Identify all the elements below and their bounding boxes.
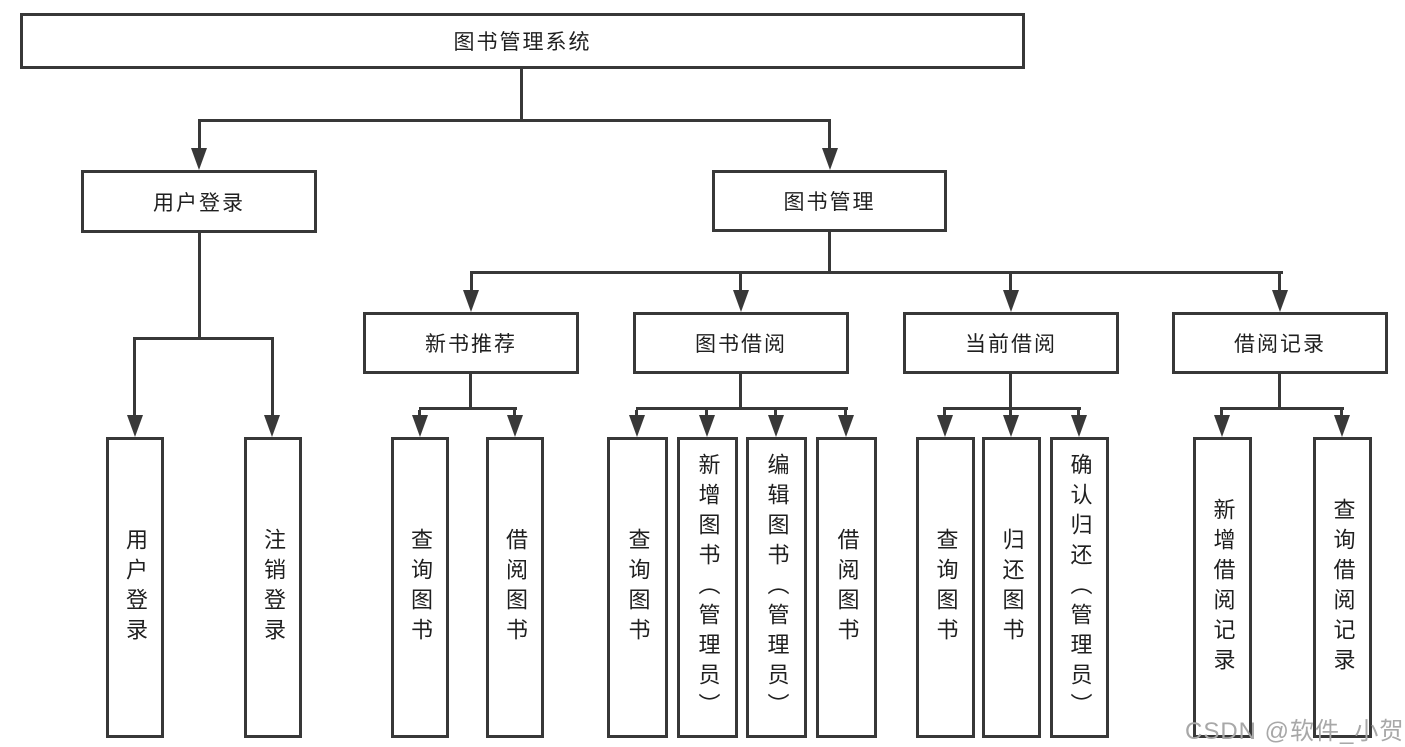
leaf-label: 确认归还（管理员）	[1067, 452, 1093, 723]
connector-line	[271, 340, 274, 420]
leaf-label: 借阅图书	[834, 527, 860, 648]
node-new-book-recommend: 新书推荐	[363, 312, 579, 374]
leaf-query-borrow-record: 查询借阅记录	[1313, 437, 1372, 738]
connector-line	[828, 122, 831, 152]
leaf-edit-book-admin: 编辑图书（管理员）	[746, 437, 807, 738]
connector-line	[1009, 274, 1012, 292]
leaf-return-book: 归还图书	[982, 437, 1041, 738]
leaf-label: 新增图书（管理员）	[695, 452, 721, 723]
leaf-label: 用户登录	[123, 527, 148, 648]
leaf-label: 查询图书	[408, 527, 433, 648]
connector-line	[1278, 374, 1281, 410]
connector-line	[133, 340, 136, 420]
arrowhead-icon	[1272, 290, 1288, 312]
leaf-borrow-books-2: 借阅图书	[816, 437, 877, 738]
leaf-query-books-1: 查询图书	[391, 437, 449, 738]
connector-line	[1009, 374, 1012, 410]
node-borrow-records: 借阅记录	[1172, 312, 1388, 374]
leaf-query-books-3: 查询图书	[916, 437, 975, 738]
connector-line	[739, 374, 742, 410]
leaf-label: 查询借阅记录	[1330, 497, 1356, 678]
watermark: CSDN @软件_小贺同学	[1185, 718, 1405, 745]
leaf-borrow-books-1: 借阅图书	[486, 437, 544, 738]
leaf-label: 编辑图书（管理员）	[764, 452, 790, 723]
node-label: 新书推荐	[425, 333, 517, 356]
node-book-management: 图书管理	[712, 170, 947, 232]
leaf-add-book-admin: 新增图书（管理员）	[677, 437, 738, 738]
arrowhead-icon	[264, 415, 280, 437]
leaf-logout: 注销登录	[244, 437, 302, 738]
connector-line	[1220, 407, 1344, 410]
connector-line	[470, 274, 473, 292]
leaf-label: 借阅图书	[503, 527, 528, 648]
connector-line	[198, 233, 201, 338]
node-label: 借阅记录	[1234, 333, 1326, 356]
connector-line	[133, 337, 274, 340]
node-label: 图书管理	[783, 191, 876, 214]
connector-line	[469, 374, 472, 410]
leaf-label: 新增借阅记录	[1210, 497, 1236, 678]
connector-line	[419, 407, 517, 410]
node-label: 用户登录	[153, 191, 245, 215]
arrowhead-icon	[699, 415, 715, 437]
arrowhead-icon	[838, 415, 854, 437]
arrowhead-icon	[629, 415, 645, 437]
node-root-system: 图书管理系统	[20, 13, 1025, 69]
arrowhead-icon	[822, 148, 838, 170]
arrowhead-icon	[412, 415, 428, 437]
leaf-label: 归还图书	[999, 527, 1025, 648]
node-label: 图书借阅	[695, 333, 787, 356]
node-current-borrow: 当前借阅	[903, 312, 1119, 374]
arrowhead-icon	[1334, 415, 1350, 437]
arrowhead-icon	[1003, 415, 1019, 437]
arrowhead-icon	[733, 290, 749, 312]
connector-line	[1278, 274, 1281, 292]
leaf-label: 注销登录	[261, 527, 286, 648]
connector-line	[828, 232, 831, 273]
connector-line	[470, 271, 1283, 274]
node-label: 当前借阅	[965, 333, 1057, 356]
leaf-label: 查询图书	[625, 527, 651, 648]
leaf-add-borrow-record: 新增借阅记录	[1193, 437, 1252, 738]
node-user-login: 用户登录	[81, 170, 317, 233]
connector-line	[943, 407, 1081, 410]
arrowhead-icon	[1214, 415, 1230, 437]
leaf-confirm-return-admin: 确认归还（管理员）	[1050, 437, 1109, 738]
connector-line	[198, 119, 831, 122]
connector-line	[198, 122, 201, 152]
arrowhead-icon	[191, 148, 207, 170]
connector-line	[739, 274, 742, 292]
connector-line	[520, 69, 523, 121]
arrowhead-icon	[463, 290, 479, 312]
arrowhead-icon	[768, 415, 784, 437]
arrowhead-icon	[127, 415, 143, 437]
leaf-query-books-2: 查询图书	[607, 437, 668, 738]
arrowhead-icon	[1003, 290, 1019, 312]
connector-line	[636, 407, 848, 410]
arrowhead-icon	[1071, 415, 1087, 437]
arrowhead-icon	[937, 415, 953, 437]
arrowhead-icon	[507, 415, 523, 437]
leaf-label: 查询图书	[933, 527, 959, 648]
leaf-user-login: 用户登录	[106, 437, 164, 738]
node-book-borrow: 图书借阅	[633, 312, 849, 374]
node-root-label: 图书管理系统	[453, 31, 592, 54]
